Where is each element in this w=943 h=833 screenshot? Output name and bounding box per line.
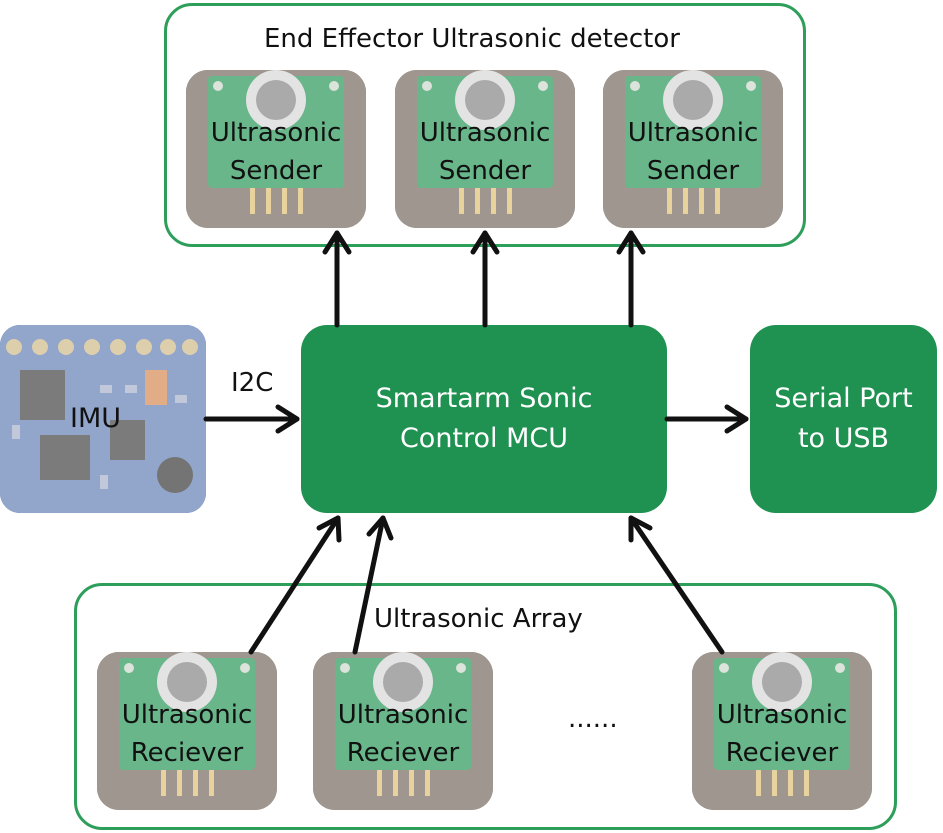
receiver-label-line1: Ultrasonic bbox=[121, 700, 253, 730]
serial-port-box: Serial Port to USB bbox=[750, 325, 937, 513]
serial-label-line2: to USB bbox=[797, 423, 890, 454]
imu-board-image bbox=[0, 325, 206, 513]
sender-label-line1: Ultrasonic bbox=[627, 118, 759, 148]
sensor-board-image bbox=[97, 652, 277, 810]
sensor-board-image bbox=[692, 652, 872, 810]
serial-label-line1: Serial Port bbox=[774, 383, 913, 414]
sender-label-line1: Ultrasonic bbox=[210, 118, 342, 148]
receiver-label-line2: Reciever bbox=[725, 738, 839, 768]
arrow-receiver-1-to-mcu bbox=[248, 515, 342, 655]
receiver-label-line1: Ultrasonic bbox=[337, 700, 469, 730]
sender-label-line2: Sender bbox=[646, 156, 740, 186]
arrow-imu-to-mcu bbox=[203, 404, 300, 434]
ellipsis-label: ...... bbox=[568, 704, 618, 734]
arrow-receiver-3-to-mcu bbox=[628, 515, 725, 655]
sender-label-line2: Sender bbox=[438, 156, 532, 186]
ultrasonic-array-group bbox=[74, 583, 897, 830]
imu-board: IMU bbox=[0, 325, 206, 513]
arrow-mcu-to-sender-2 bbox=[470, 230, 500, 328]
receiver-label-line2: Reciever bbox=[130, 738, 244, 768]
sender-label-line2: Sender bbox=[229, 156, 323, 186]
arrow-mcu-to-serial bbox=[664, 404, 749, 434]
sensor-board-image bbox=[186, 70, 366, 228]
end-effector-group-title: End Effector Ultrasonic detector bbox=[264, 24, 680, 54]
arrow-receiver-2-to-mcu bbox=[352, 515, 394, 655]
receiver-label-line2: Reciever bbox=[346, 738, 460, 768]
sensor-board-image bbox=[313, 652, 493, 810]
arrow-mcu-to-sender-1 bbox=[322, 230, 352, 328]
sensor-board-image bbox=[395, 70, 575, 228]
sender-label-line1: Ultrasonic bbox=[419, 118, 551, 148]
mcu-box: Smartarm Sonic Control MCU bbox=[301, 325, 667, 513]
i2c-label: I2C bbox=[231, 368, 274, 398]
receiver-label-line1: Ultrasonic bbox=[716, 700, 848, 730]
mcu-label-line1: Smartarm Sonic bbox=[375, 383, 593, 414]
ultrasonic-array-title: Ultrasonic Array bbox=[374, 604, 583, 634]
sensor-board-image bbox=[603, 70, 783, 228]
arrow-mcu-to-sender-3 bbox=[616, 230, 646, 328]
imu-label: IMU bbox=[70, 403, 122, 434]
mcu-label-line2: Control MCU bbox=[399, 423, 569, 454]
